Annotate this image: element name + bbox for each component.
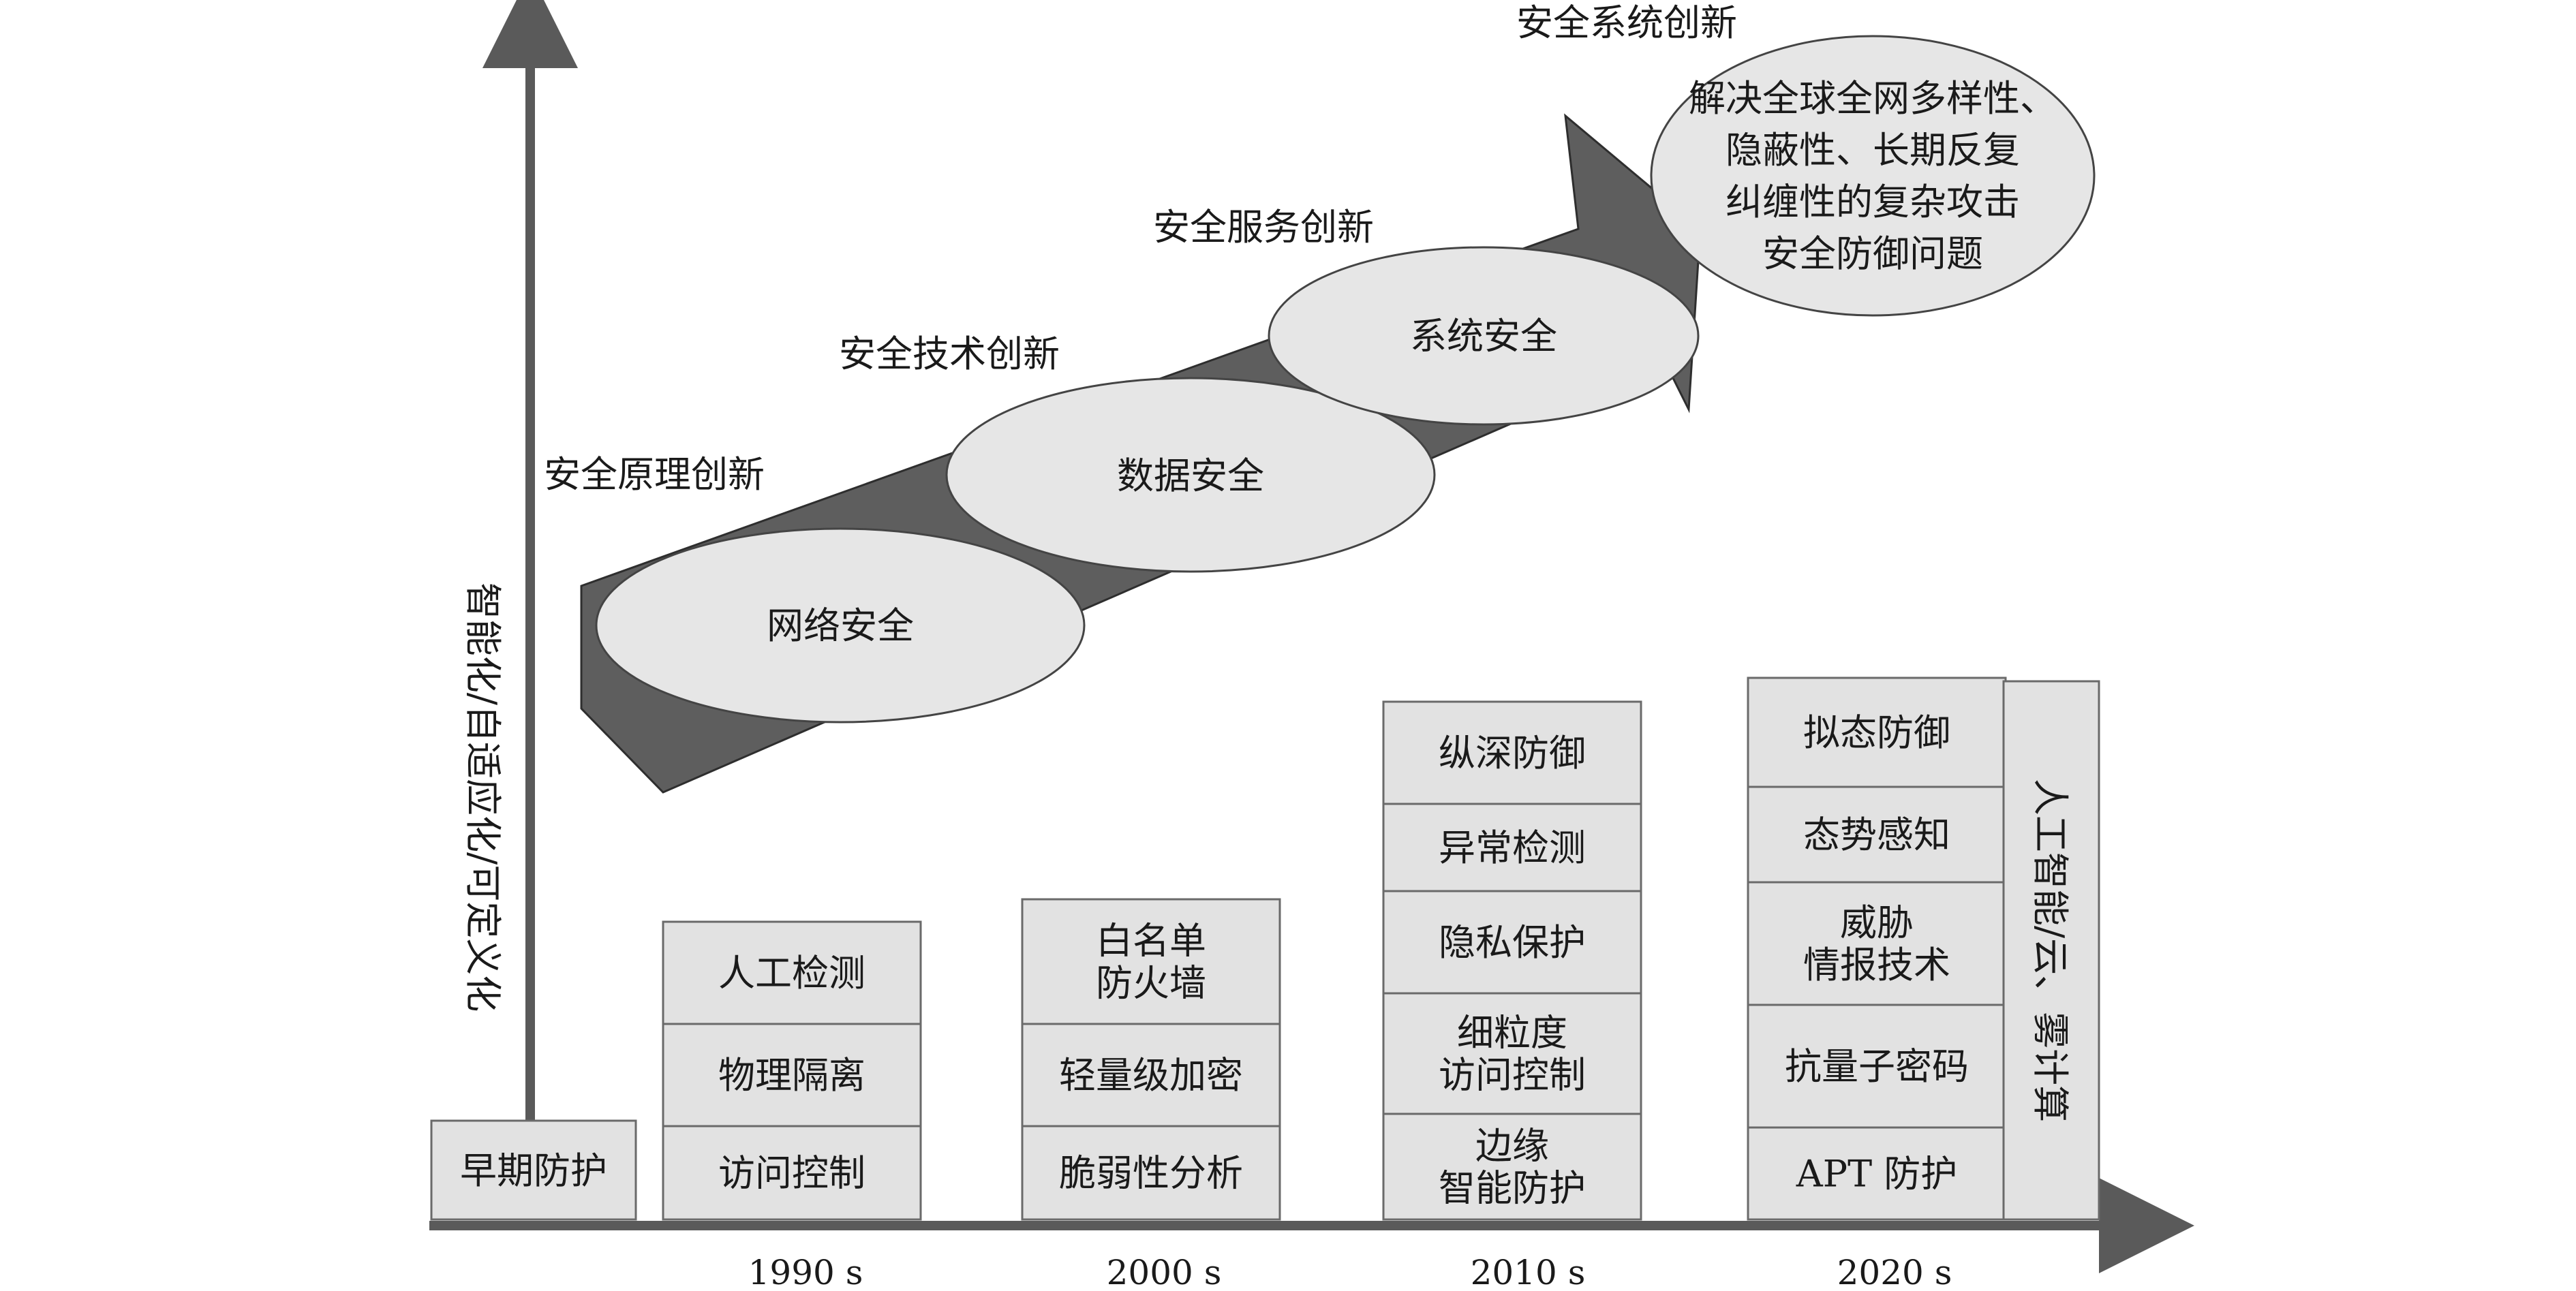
innovation-technology: 安全技术创新 (839, 332, 1060, 375)
innovation-principle: 安全原理创新 (544, 453, 765, 496)
era-label-1: 2000 s (1107, 1253, 1222, 1291)
stage-ellipse-data-label: 数据安全 (1117, 454, 1264, 497)
era-label-0: 1990 s (748, 1253, 863, 1291)
innovation-service: 安全服务创新 (1153, 206, 1374, 249)
era-0-box-1 (662, 1023, 922, 1127)
era-2-box-0 (1382, 700, 1642, 805)
era-1-box-0 (1021, 898, 1281, 1025)
era-2-box-4 (1382, 1113, 1642, 1221)
early-protection-box (430, 1119, 637, 1221)
era-3-box-2-line-0: 威胁 (1840, 901, 1914, 944)
era-2-box-0-line-0: 纵深防御 (1439, 732, 1586, 775)
era-1-box-0-line-1: 防火墙 (1096, 962, 1206, 1005)
era-2-box-4-line-1: 智能防护 (1439, 1167, 1586, 1210)
era-3-box-1-line-0: 态势感知 (1803, 813, 1950, 856)
stage-ellipse-data (945, 377, 1436, 573)
era-3-box-0 (1747, 676, 2007, 788)
era-2-box-2-line-0: 隐私保护 (1439, 921, 1586, 964)
era-1-box-2 (1021, 1125, 1281, 1221)
final-goal-line-2: 纠缠性的复杂攻击 (1726, 181, 2020, 223)
era-3-box-0-line-0: 拟态防御 (1803, 711, 1950, 754)
final-goal-ellipse (1650, 35, 2096, 317)
era-3-box-2-line-1: 情报技术 (1803, 944, 1950, 986)
stage-ellipse-network (595, 527, 1086, 724)
era-0-box-1-line-0: 物理隔离 (718, 1054, 865, 1097)
era-2-box-1-line-0: 异常检测 (1439, 826, 1586, 869)
era-2-box-3-line-0: 细粒度 (1457, 1012, 1567, 1055)
era-0-box-0 (662, 920, 922, 1025)
era-0-box-2-line-0: 访问控制 (718, 1152, 865, 1195)
era-3-box-4-line-0: APT 防护 (1796, 1153, 1958, 1196)
y-axis-label: 智能化/自适应化/可定义化 (461, 582, 504, 1012)
era-1-box-2-line-0: 脆弱性分析 (1059, 1152, 1243, 1195)
ai-cloud-label: 人工智能/云、雾计算 (2029, 779, 2072, 1122)
era-3-box-4 (1747, 1126, 2007, 1221)
era-2-box-4-line-0: 边缘 (1475, 1125, 1549, 1168)
era-3-box-3 (1747, 1004, 2007, 1129)
era-label-2: 2010 s (1471, 1253, 1586, 1291)
era-1-box-1-line-0: 轻量级加密 (1059, 1054, 1243, 1097)
stage-ellipse-system-label: 系统安全 (1410, 315, 1557, 358)
era-2-box-3-line-1: 访问控制 (1439, 1054, 1586, 1097)
innovation-system: 安全系统创新 (1516, 1, 1737, 44)
stage-ellipse-system (1268, 246, 1700, 426)
stage-ellipse-network-label: 网络安全 (767, 604, 914, 647)
era-3-box-3-line-0: 抗量子密码 (1785, 1045, 1969, 1088)
era-3-box-2 (1747, 881, 2007, 1006)
early-protection-label: 早期防护 (460, 1149, 607, 1192)
final-goal-line-3: 安全防御问题 (1762, 232, 1983, 275)
era-label-3: 2020 s (1837, 1253, 1952, 1291)
era-1-box-0-line-0: 白名单 (1096, 920, 1206, 963)
era-0-box-2 (662, 1125, 922, 1221)
era-0-box-0-line-0: 人工检测 (718, 952, 865, 995)
era-1-box-1 (1021, 1023, 1281, 1127)
final-goal-line-1: 隐蔽性、长期反复 (1726, 129, 2020, 172)
final-goal-line-0: 解决全球全网多样性、 (1689, 77, 2057, 120)
era-2-box-3 (1382, 992, 1642, 1115)
ai-cloud-box (2002, 680, 2100, 1221)
era-2-box-1 (1382, 803, 1642, 892)
